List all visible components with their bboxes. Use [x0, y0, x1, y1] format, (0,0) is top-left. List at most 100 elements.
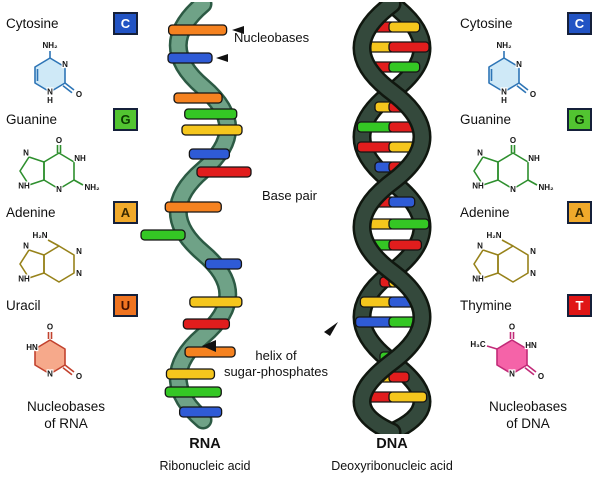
base-bar: [181, 124, 243, 136]
atom-labels: NH₂ N N O H: [495, 40, 537, 104]
atom-labels: O HN O N H₃C: [469, 322, 545, 382]
ring-bonds: [473, 145, 538, 190]
atom-label: NH₂: [538, 183, 554, 192]
base-bar: [167, 24, 228, 36]
atom-label: NH₂: [496, 41, 512, 50]
ring-bonds: [19, 145, 84, 190]
base-bar: [188, 148, 231, 160]
dna-caption: DNA Deoxyribonucleic acid: [318, 436, 466, 473]
atom-labels: O HN O N: [25, 322, 83, 382]
base-bar: [388, 196, 416, 208]
atom-label: O: [56, 136, 62, 145]
arrowhead-icon: [216, 54, 228, 62]
rna-abbr: RNA: [189, 436, 221, 452]
purine-hexagon: [497, 245, 529, 283]
atom-label: NH₂: [84, 183, 100, 192]
atom-label: O: [76, 372, 82, 381]
dna-helix-illustration: [324, 2, 432, 434]
base-name: Uracil: [6, 298, 41, 313]
base-bar: [173, 92, 223, 104]
dna-strand-b: [355, 2, 429, 434]
base-entry-cytosine-rna: Cytosine C NH₂ N N O H: [6, 12, 138, 104]
atom-label: NH: [18, 182, 30, 191]
atom-label: N: [62, 60, 68, 69]
base-entry-uracil-rna: Uracil U O HN O N: [6, 294, 138, 386]
atom-label: HN: [525, 341, 537, 350]
atom-label: O: [510, 136, 516, 145]
thymine-badge: T: [567, 294, 592, 317]
right-panel-title-line2: of DNA: [506, 416, 550, 431]
guanine-badge: G: [567, 108, 592, 131]
atom-label: NH: [472, 275, 484, 284]
purine-pentagon: [473, 249, 499, 279]
base-name: Adenine: [6, 205, 56, 220]
adenine-structure: H₂N N N N NH: [17, 230, 83, 285]
base-bar: [184, 108, 238, 120]
purine-pentagon: [473, 156, 499, 186]
atom-label: N: [76, 269, 82, 278]
ring-bonds: [34, 51, 75, 94]
purine-hexagon: [43, 245, 75, 283]
atom-label: NH₂: [42, 41, 58, 50]
base-bar: [388, 21, 421, 33]
base-name: Cytosine: [6, 16, 59, 31]
guanine-badge: G: [113, 108, 138, 131]
atom-label: O: [47, 323, 53, 332]
helix-label: helix of sugar-phosphates: [212, 348, 340, 380]
ring-bonds: [488, 51, 529, 94]
pyrimidine-ring: [34, 57, 66, 93]
atom-label: O: [530, 90, 536, 99]
base-bar: [388, 239, 423, 251]
base-bar: [164, 386, 222, 398]
arrowhead-icon: [202, 340, 216, 352]
base-name: Guanine: [460, 112, 512, 127]
base-entry-thymine-dna: Thymine T O HN O N H₃C: [460, 294, 592, 386]
atom-label: N: [477, 242, 483, 251]
ring-bonds: [19, 239, 75, 283]
atom-label: N: [530, 269, 536, 278]
left-panel-title-line1: Nucleobases: [26, 399, 106, 414]
helix-label-line1: helix of: [255, 348, 297, 363]
atom-label: NH: [74, 154, 86, 163]
ring-bonds: [486, 332, 537, 376]
pyrimidine-ring: [488, 57, 520, 93]
ring-bonds: [473, 239, 529, 283]
base-bar: [189, 296, 243, 308]
atom-label: O: [509, 323, 515, 332]
base-bar: [388, 218, 430, 230]
rna-full-name: Ribonucleic acid: [159, 459, 251, 473]
base-name: Guanine: [6, 112, 58, 127]
atom-label: NH: [528, 154, 540, 163]
atom-label: N: [23, 242, 29, 251]
base-pair-label: Base pair: [262, 188, 317, 203]
atom-labels: O NH NH₂ N N NH: [17, 136, 101, 195]
adenine-badge: A: [113, 201, 138, 224]
atom-label: NH: [18, 275, 30, 284]
atom-label: O: [76, 90, 82, 99]
uracil-badge: U: [113, 294, 138, 317]
atom-labels: H₂N N N N NH: [17, 230, 83, 285]
base-bar: [165, 368, 216, 380]
helix-label-line2: sugar-phosphates: [223, 364, 329, 379]
atom-label: N: [510, 185, 516, 194]
arrowhead-icon: [232, 26, 244, 34]
cytosine-structure: NH₂ N N O H: [34, 40, 83, 104]
base-entry-guanine-dna: Guanine G O NH NH₂ N N NH: [460, 108, 592, 202]
purine-pentagon: [19, 249, 45, 279]
atom-label: N: [501, 88, 507, 97]
atom-label: N: [516, 60, 522, 69]
nucleobases-label: Nucleobases: [234, 30, 310, 45]
left-panel-title-line2: of RNA: [44, 416, 88, 431]
atom-label: N: [47, 88, 53, 97]
rna-helix-illustration: [140, 2, 252, 430]
arrowhead-icon: [324, 322, 338, 336]
atom-label: H₃C: [470, 340, 485, 349]
guanine-structure: O NH NH₂ N N NH: [471, 136, 555, 195]
base-entry-cytosine-dna: Cytosine C NH₂ N N O H: [460, 12, 592, 104]
purine-hexagon: [497, 152, 529, 190]
dna-abbr: DNA: [376, 436, 408, 452]
atom-label: H: [47, 96, 53, 104]
right-panel-title-line1: Nucleobases: [488, 399, 568, 414]
dna-full-name: Deoxyribonucleic acid: [331, 459, 453, 473]
